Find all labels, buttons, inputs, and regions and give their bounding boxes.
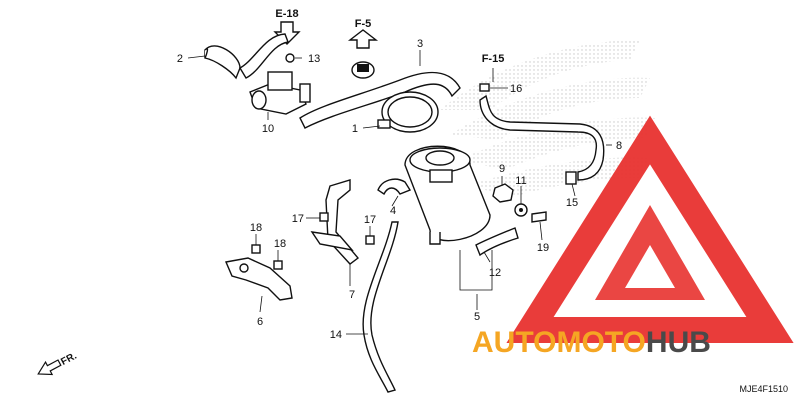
part-label-14: 14 — [330, 329, 342, 341]
part-label-2: 2 — [177, 53, 183, 65]
hose-8 — [479, 94, 605, 181]
fastener-group — [492, 183, 547, 223]
part-label-6: 6 — [257, 316, 263, 328]
clip-16 — [479, 83, 490, 92]
ref-f15-label: F-15 — [482, 53, 505, 65]
part-label-13: 13 — [308, 53, 320, 65]
hose-2b — [239, 33, 289, 79]
bolts-17-18 — [251, 212, 375, 270]
diagram-code: MJE4F1510 — [739, 384, 788, 394]
front-direction-label: FR. — [59, 351, 79, 368]
bolt-19 — [531, 211, 547, 223]
part-label-15: 15 — [566, 197, 578, 209]
tube-14 — [362, 221, 399, 393]
part-label-17b: 17 — [364, 214, 376, 226]
watermark-text-moto: MOTO — [556, 326, 645, 359]
ref-e18-label: E-18 — [275, 8, 298, 20]
part-labels: 2 3 13 10 1 4 5 12 9 11 19 15 8 16 17 17… — [177, 38, 622, 341]
watermark-brand: AUTO MOTO HUB — [472, 326, 711, 359]
leader-lines — [187, 50, 612, 335]
part-label-1: 1 — [352, 123, 358, 135]
hose-3 — [299, 71, 461, 129]
nut-9 — [492, 183, 514, 203]
part-label-4: 4 — [390, 205, 396, 217]
part-label-11: 11 — [515, 175, 526, 187]
shield-12 — [475, 227, 519, 257]
clamp-tab — [357, 64, 369, 72]
part-label-18b: 18 — [274, 238, 286, 250]
bracket-7 — [325, 179, 360, 265]
fitting-15 — [565, 171, 577, 185]
solenoid-valve-10 — [249, 53, 311, 115]
watermark-text-auto: AUTO — [472, 326, 556, 359]
direction-indicator: FR. — [37, 351, 79, 376]
bolt-13 — [285, 53, 295, 63]
part-label-5: 5 — [474, 311, 480, 323]
part-label-7: 7 — [349, 289, 355, 301]
part-label-12: 12 — [489, 267, 501, 279]
evap-canister-5 — [404, 145, 491, 245]
band-1 — [377, 91, 439, 133]
ref-f15-callout: F-15 — [482, 53, 505, 82]
part-label-3: 3 — [417, 38, 423, 50]
front-arrow-icon — [37, 359, 62, 376]
part-label-19: 19 — [537, 242, 549, 254]
ref-e18-callout: E-18 — [273, 8, 301, 45]
hose-2 — [204, 45, 241, 80]
part-label-8: 8 — [616, 140, 622, 152]
ref-f5-callout: F-5 — [347, 18, 379, 79]
part-label-17a: 17 — [292, 213, 304, 225]
part-label-16: 16 — [510, 83, 522, 95]
ref-f5-label: F-5 — [355, 18, 372, 30]
part-label-18a: 18 — [250, 222, 262, 234]
ref-f5-arrow — [347, 29, 379, 49]
hose-4 — [377, 178, 412, 196]
part-label-9: 9 — [499, 163, 505, 175]
watermark-text-hub: HUB — [646, 326, 711, 359]
ref-e18-arrow — [273, 21, 301, 45]
part-label-10: 10 — [262, 123, 274, 135]
watermark-triangle-logo — [506, 115, 794, 343]
